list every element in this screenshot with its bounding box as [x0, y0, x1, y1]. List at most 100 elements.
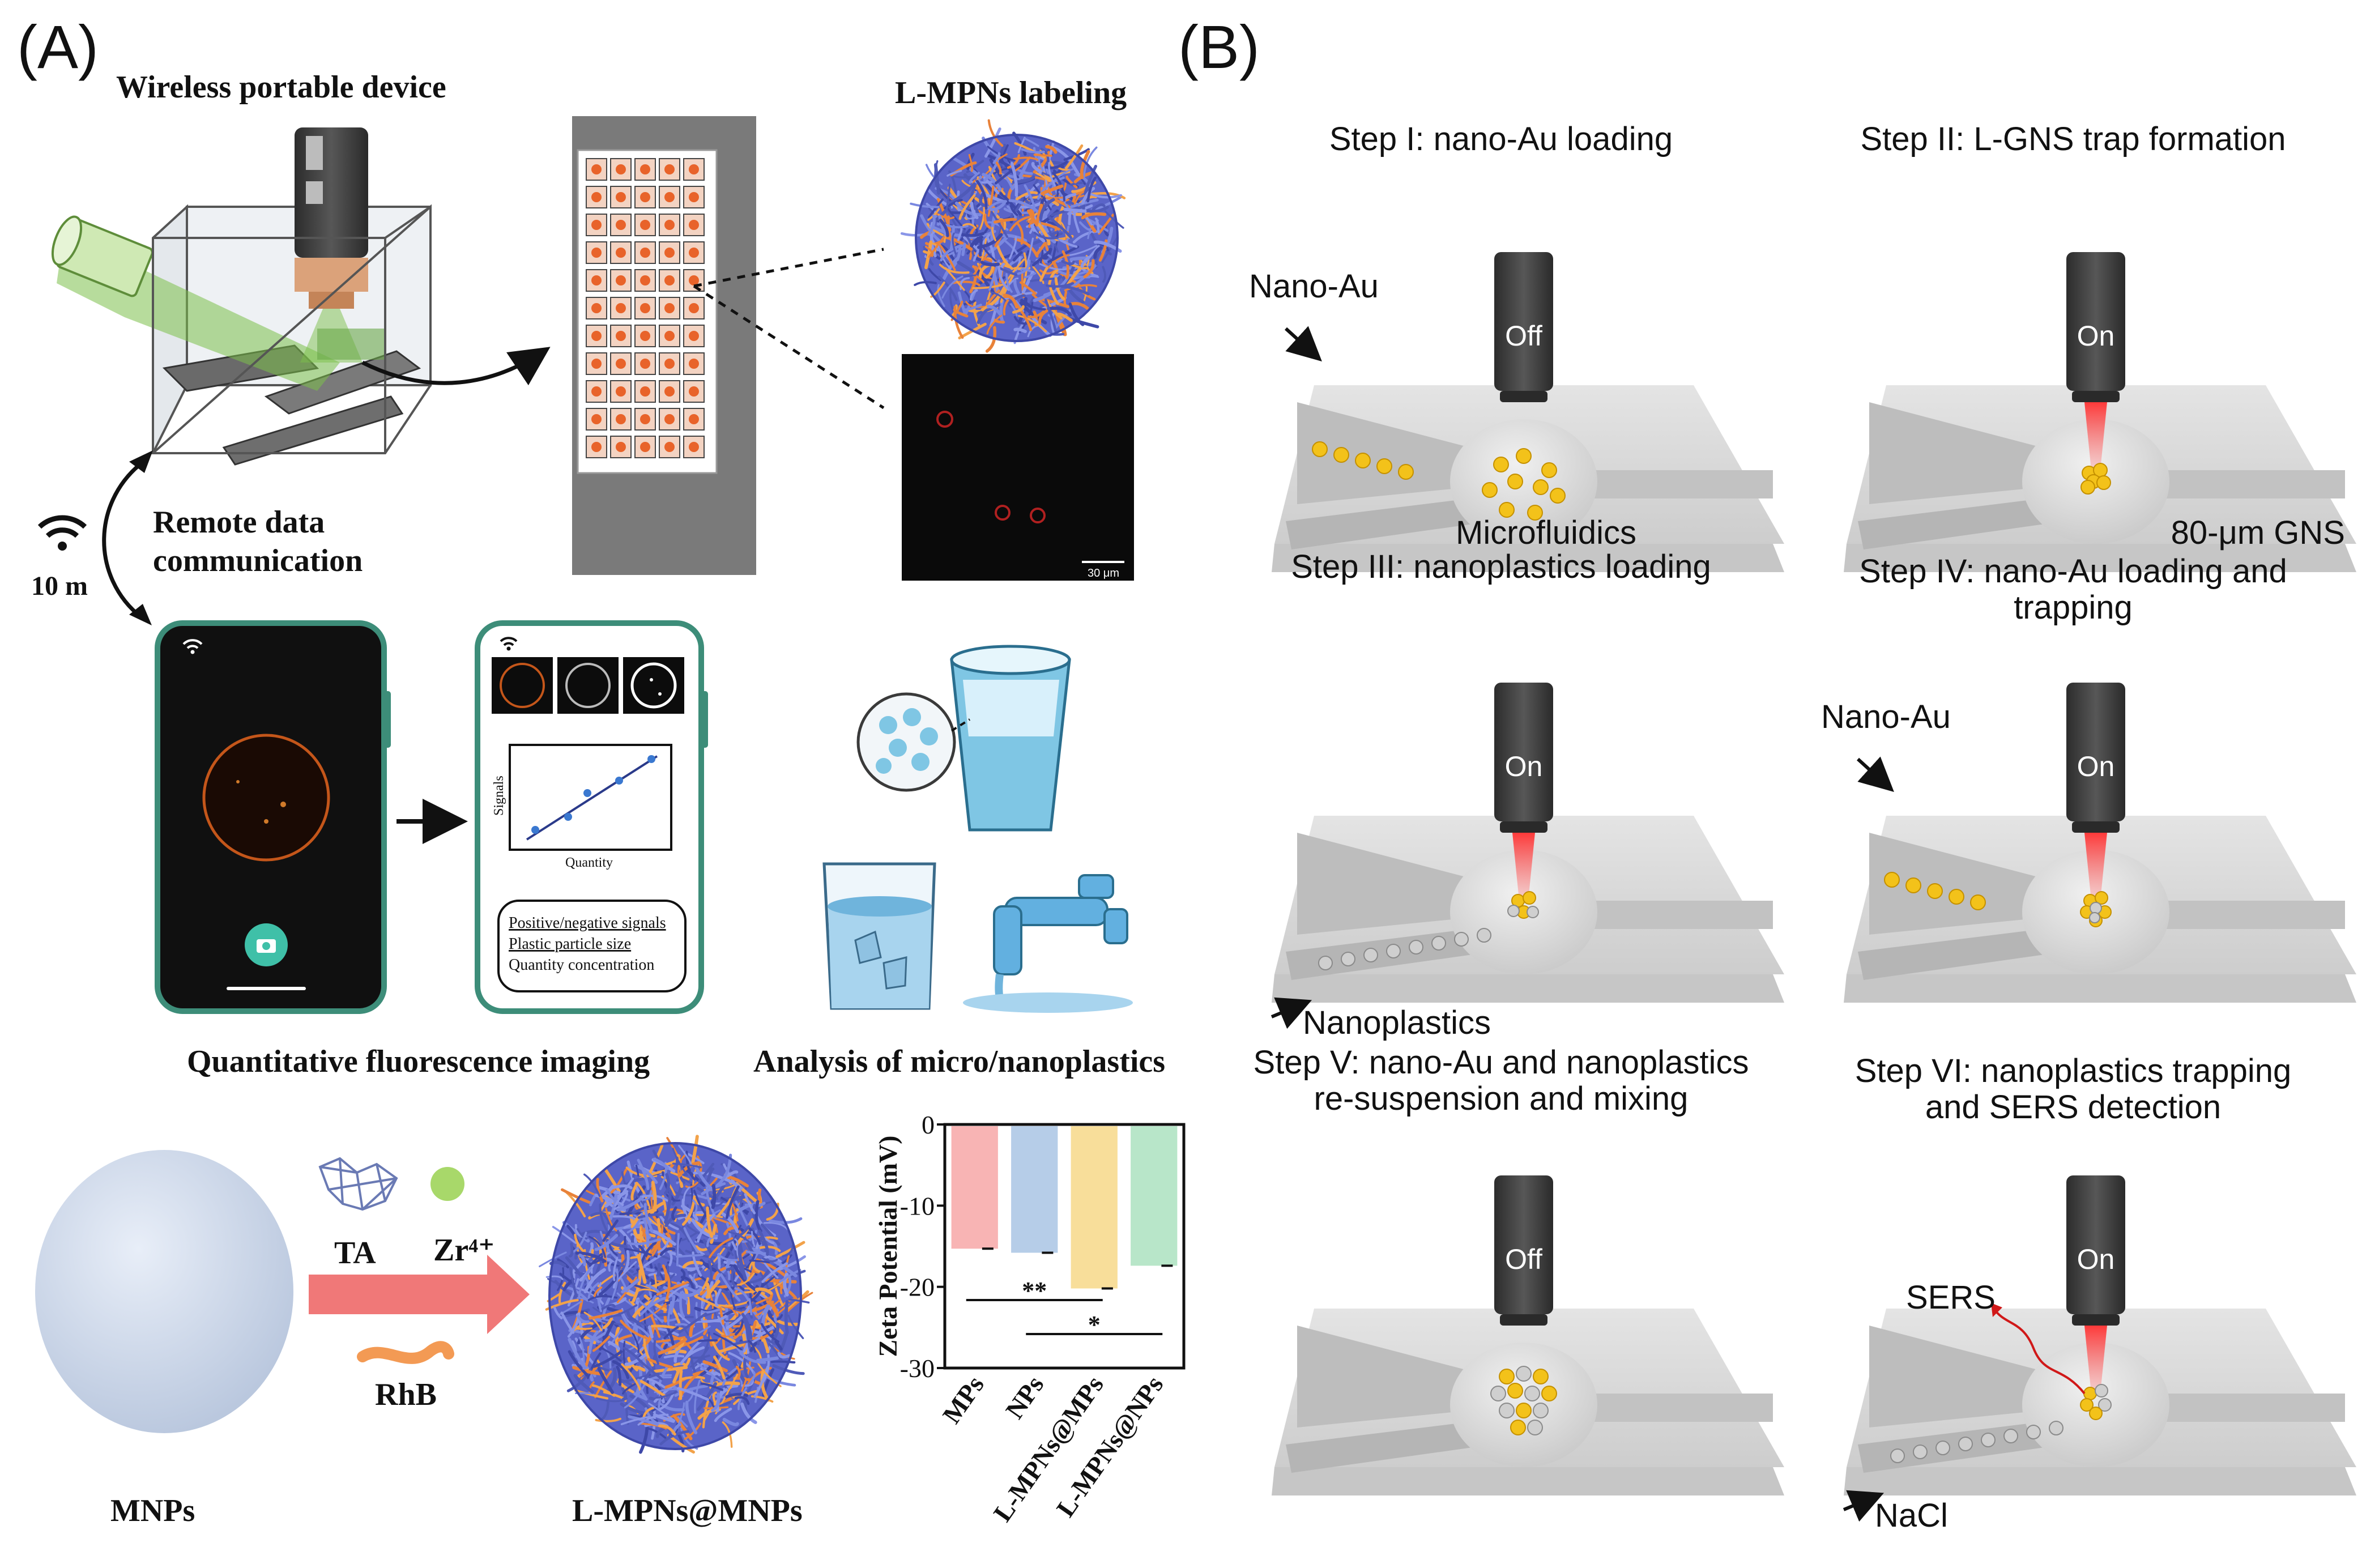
result-line3: Quantity concentration [509, 956, 654, 974]
gold-particle [1507, 474, 1523, 489]
laser-state-label: On [1505, 751, 1543, 782]
result-line1: Positive/negative signals [509, 914, 666, 932]
y-axis-label: Zeta Potential (mV) [873, 1136, 902, 1357]
gold-particle [1533, 1369, 1549, 1384]
inlet-channel [1869, 833, 2042, 935]
nano-au-label: Nano-Au [1821, 698, 1951, 735]
nano-au-arrow [1284, 326, 1322, 362]
inlet-arrow [1843, 1490, 1885, 1522]
laser-beam [1512, 833, 1535, 901]
panel-a-label: (A) [17, 12, 99, 81]
rhb-icon [357, 1341, 454, 1364]
phone-fluorescence-droplet [202, 734, 330, 862]
gold-particle [1927, 883, 1943, 899]
nanoplastic-particle [1507, 905, 1520, 917]
result-phone: Signals Quantity Positive/negative signa… [475, 620, 708, 1014]
camera-icon[interactable] [245, 923, 288, 966]
outlet-channel [2164, 901, 2345, 929]
gold-particle [1516, 1403, 1532, 1418]
microfluidics-label: Microfluidics [1456, 514, 1636, 551]
gold-particle [1312, 441, 1328, 457]
gold-particle [1527, 505, 1543, 521]
gold-particle [1355, 453, 1371, 468]
gold-particle [1493, 457, 1509, 472]
nacl-label: NaCl [1875, 1497, 1948, 1534]
wireless-device-title: Wireless portable device [116, 70, 446, 105]
x-tick-label: L-MPNs@NPs [1051, 1370, 1169, 1522]
nano-au-label: Nano-Au [1249, 268, 1379, 305]
inlet-channel [1297, 1326, 1470, 1428]
chip-base [1844, 544, 2356, 572]
inlet-channel [1297, 833, 1470, 935]
nanoplastic-particle [1890, 1448, 1905, 1463]
gold-particle [1949, 889, 1964, 905]
labeling-group: L-MPNs labeling 30 μm [693, 75, 1134, 581]
panel-b: (B) Step I: nano-Au loadingOffNano-AuMic… [1178, 12, 2356, 1534]
y-tick-label: 0 [922, 1110, 935, 1139]
nanoplastic-particle [2089, 912, 2100, 923]
nanoplastic-particle [1454, 932, 1469, 947]
water-samples [822, 645, 1133, 1013]
gold-particle [1376, 458, 1392, 474]
panel-b-label: (B) [1178, 12, 1260, 81]
synthesis-arrow [309, 1255, 530, 1334]
gold-particle [1550, 488, 1566, 504]
step-panel-5: Step V: nano-Au and nanoplasticsre-suspe… [1254, 1044, 1784, 1495]
outlet-channel [1592, 1394, 1773, 1422]
laser-beam [2084, 402, 2107, 470]
rhb-label: RhB [375, 1377, 437, 1412]
nanoplastic-particle [2090, 902, 2102, 914]
outlet-channel [2164, 1394, 2345, 1422]
lower-channel [1858, 1422, 2045, 1473]
nanoplastic-particle [1527, 1420, 1543, 1435]
inlet-channel [1869, 1326, 2042, 1428]
step-panel-4: Step IV: nano-Au loading andtrappingOnNa… [1821, 553, 2356, 1003]
gold-particle [1510, 1420, 1526, 1435]
objective-lens [2066, 1175, 2125, 1314]
nanoplastic-particle [1477, 928, 1491, 943]
nanoplastic-particle [1981, 1433, 1996, 1447]
faucet-icon [963, 874, 1133, 1013]
gold-particle [1541, 1386, 1557, 1401]
wireless-device-group: Wireless portable device [51, 70, 551, 466]
synthesis-group: MNPs TA Zr⁴⁺ RhB L-MPNs@MNPs [35, 1135, 813, 1528]
x-tick-label: MPs [937, 1370, 990, 1429]
gold-particle [1516, 448, 1532, 464]
nanoplastic-particle [2026, 1425, 2041, 1439]
nanoplastic-particle [1386, 944, 1401, 958]
gold-particle [1533, 479, 1549, 495]
nanoplastic-particle [1913, 1445, 1928, 1459]
device-to-slide-arrow [361, 347, 551, 386]
gold-particle [2083, 1387, 2097, 1400]
gold-particle [2080, 480, 2095, 495]
y-tick-label: -30 [900, 1354, 935, 1383]
significance-label: * [1088, 1311, 1101, 1339]
gold-particle [1499, 1369, 1515, 1384]
gold-particle [1905, 877, 1921, 893]
coated-particle [539, 1135, 813, 1454]
laser-state-label: Off [1505, 1243, 1542, 1275]
nanoplastic-particle [1318, 956, 1333, 970]
mnps-label: MNPs [110, 1493, 195, 1528]
bidirectional-arrow [102, 457, 149, 619]
laser-beam [2084, 1326, 2107, 1394]
objective-lens [2066, 252, 2125, 391]
step-title: Step III: nanoplastics loading [1291, 548, 1711, 585]
significance-label: ** [1022, 1277, 1047, 1305]
nanoplastic-particle [2098, 1398, 2112, 1412]
y-tick-label: -20 [900, 1273, 935, 1302]
device-illustration [51, 127, 432, 466]
bar-l-mpns-nps [1131, 1126, 1178, 1266]
nanoplastic-particle [1958, 1437, 1973, 1451]
remote-line2: communication [153, 543, 363, 578]
step-title: Step I: nano-Au loading [1329, 121, 1673, 157]
scale-bar-label: 30 μm [1088, 567, 1119, 580]
labeled-particle [900, 119, 1126, 353]
step-title: re-suspension and mixing [1314, 1080, 1689, 1117]
step-title: Step VI: nanoplastics trapping [1855, 1053, 2292, 1089]
ta-network-icon [318, 1157, 398, 1211]
x-tick-label: NPs [1000, 1370, 1049, 1424]
zr-ion-icon [430, 1167, 464, 1201]
